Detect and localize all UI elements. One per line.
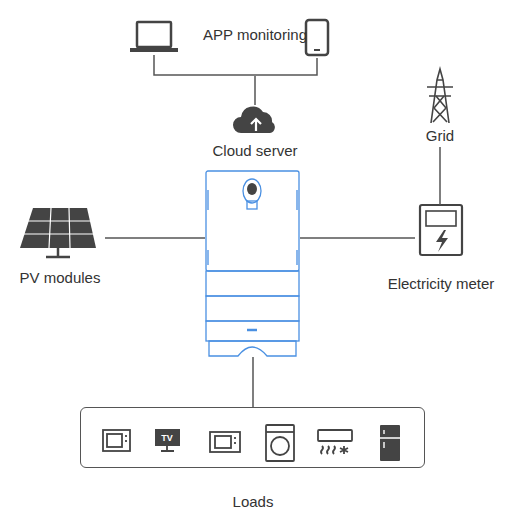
meter-display (426, 211, 456, 226)
microwave-icon (103, 430, 130, 451)
fridge-icon (380, 425, 400, 461)
connector-line (105, 237, 205, 239)
battery-module (206, 271, 299, 296)
microwave-buttons (125, 435, 127, 442)
meter-bolt (436, 230, 448, 252)
microwave-door (107, 434, 122, 447)
ac-icon (318, 430, 352, 441)
cloud-server-node: Cloud server (220, 105, 290, 158)
pylon-arms (427, 80, 453, 96)
ac-airflow (321, 446, 335, 454)
oven-icon (210, 432, 240, 452)
icon-text: TV (161, 433, 173, 443)
logo-mark (247, 183, 257, 195)
washer-drum (271, 437, 289, 455)
status-display (247, 201, 257, 209)
loads-box: Loads (80, 407, 425, 468)
ac-snowflake (340, 446, 348, 454)
phone-icon (306, 20, 328, 55)
handle-mark (247, 329, 257, 332)
pylon-icon (427, 69, 453, 123)
storage-unit-outline (205, 170, 300, 357)
meter-icon (420, 205, 462, 255)
phone-button (314, 49, 320, 51)
pylon-lattice (433, 96, 447, 122)
node-label: APP monitoring (203, 26, 307, 44)
app-monitoring-node: APP monitoring (130, 12, 345, 76)
laptop-screen (137, 22, 171, 47)
storage-inverter-unit (205, 170, 300, 357)
oven-door (215, 436, 231, 448)
pv-grid (24, 208, 93, 248)
unit-base (209, 341, 296, 356)
node-label: Cloud server (212, 142, 297, 160)
node-label: Loads (233, 493, 274, 511)
grid-node: Grid (410, 65, 470, 147)
cloud-icon (233, 106, 275, 133)
inverter-panel (206, 171, 299, 271)
connector-line (439, 147, 441, 205)
electricity-meter-node: Electricity meter (415, 205, 467, 292)
fridge-doors (380, 430, 400, 448)
node-label: Electricity meter (388, 275, 495, 293)
upload-arrow (251, 119, 261, 131)
laptop-base (130, 48, 178, 52)
logo-ring (243, 179, 261, 203)
node-label: PV modules (20, 269, 101, 287)
tv-stand (161, 446, 174, 451)
node-label: Grid (426, 127, 454, 145)
washer-icon (266, 425, 294, 461)
laptop-icon (137, 22, 171, 47)
oven-knobs (234, 437, 236, 444)
connector-line (254, 76, 256, 105)
bracket-line (154, 55, 317, 75)
battery-module (206, 296, 299, 321)
tv-icon (155, 429, 180, 446)
vent-lines (208, 190, 297, 265)
pv-panel (20, 208, 96, 248)
connector-line (300, 237, 415, 239)
appliance-icons (103, 425, 352, 461)
battery-module (206, 321, 299, 341)
pv-stand (46, 248, 70, 257)
pv-modules-node: PV modules (15, 205, 105, 290)
connector-line (252, 357, 254, 407)
washer-panel (266, 431, 294, 433)
